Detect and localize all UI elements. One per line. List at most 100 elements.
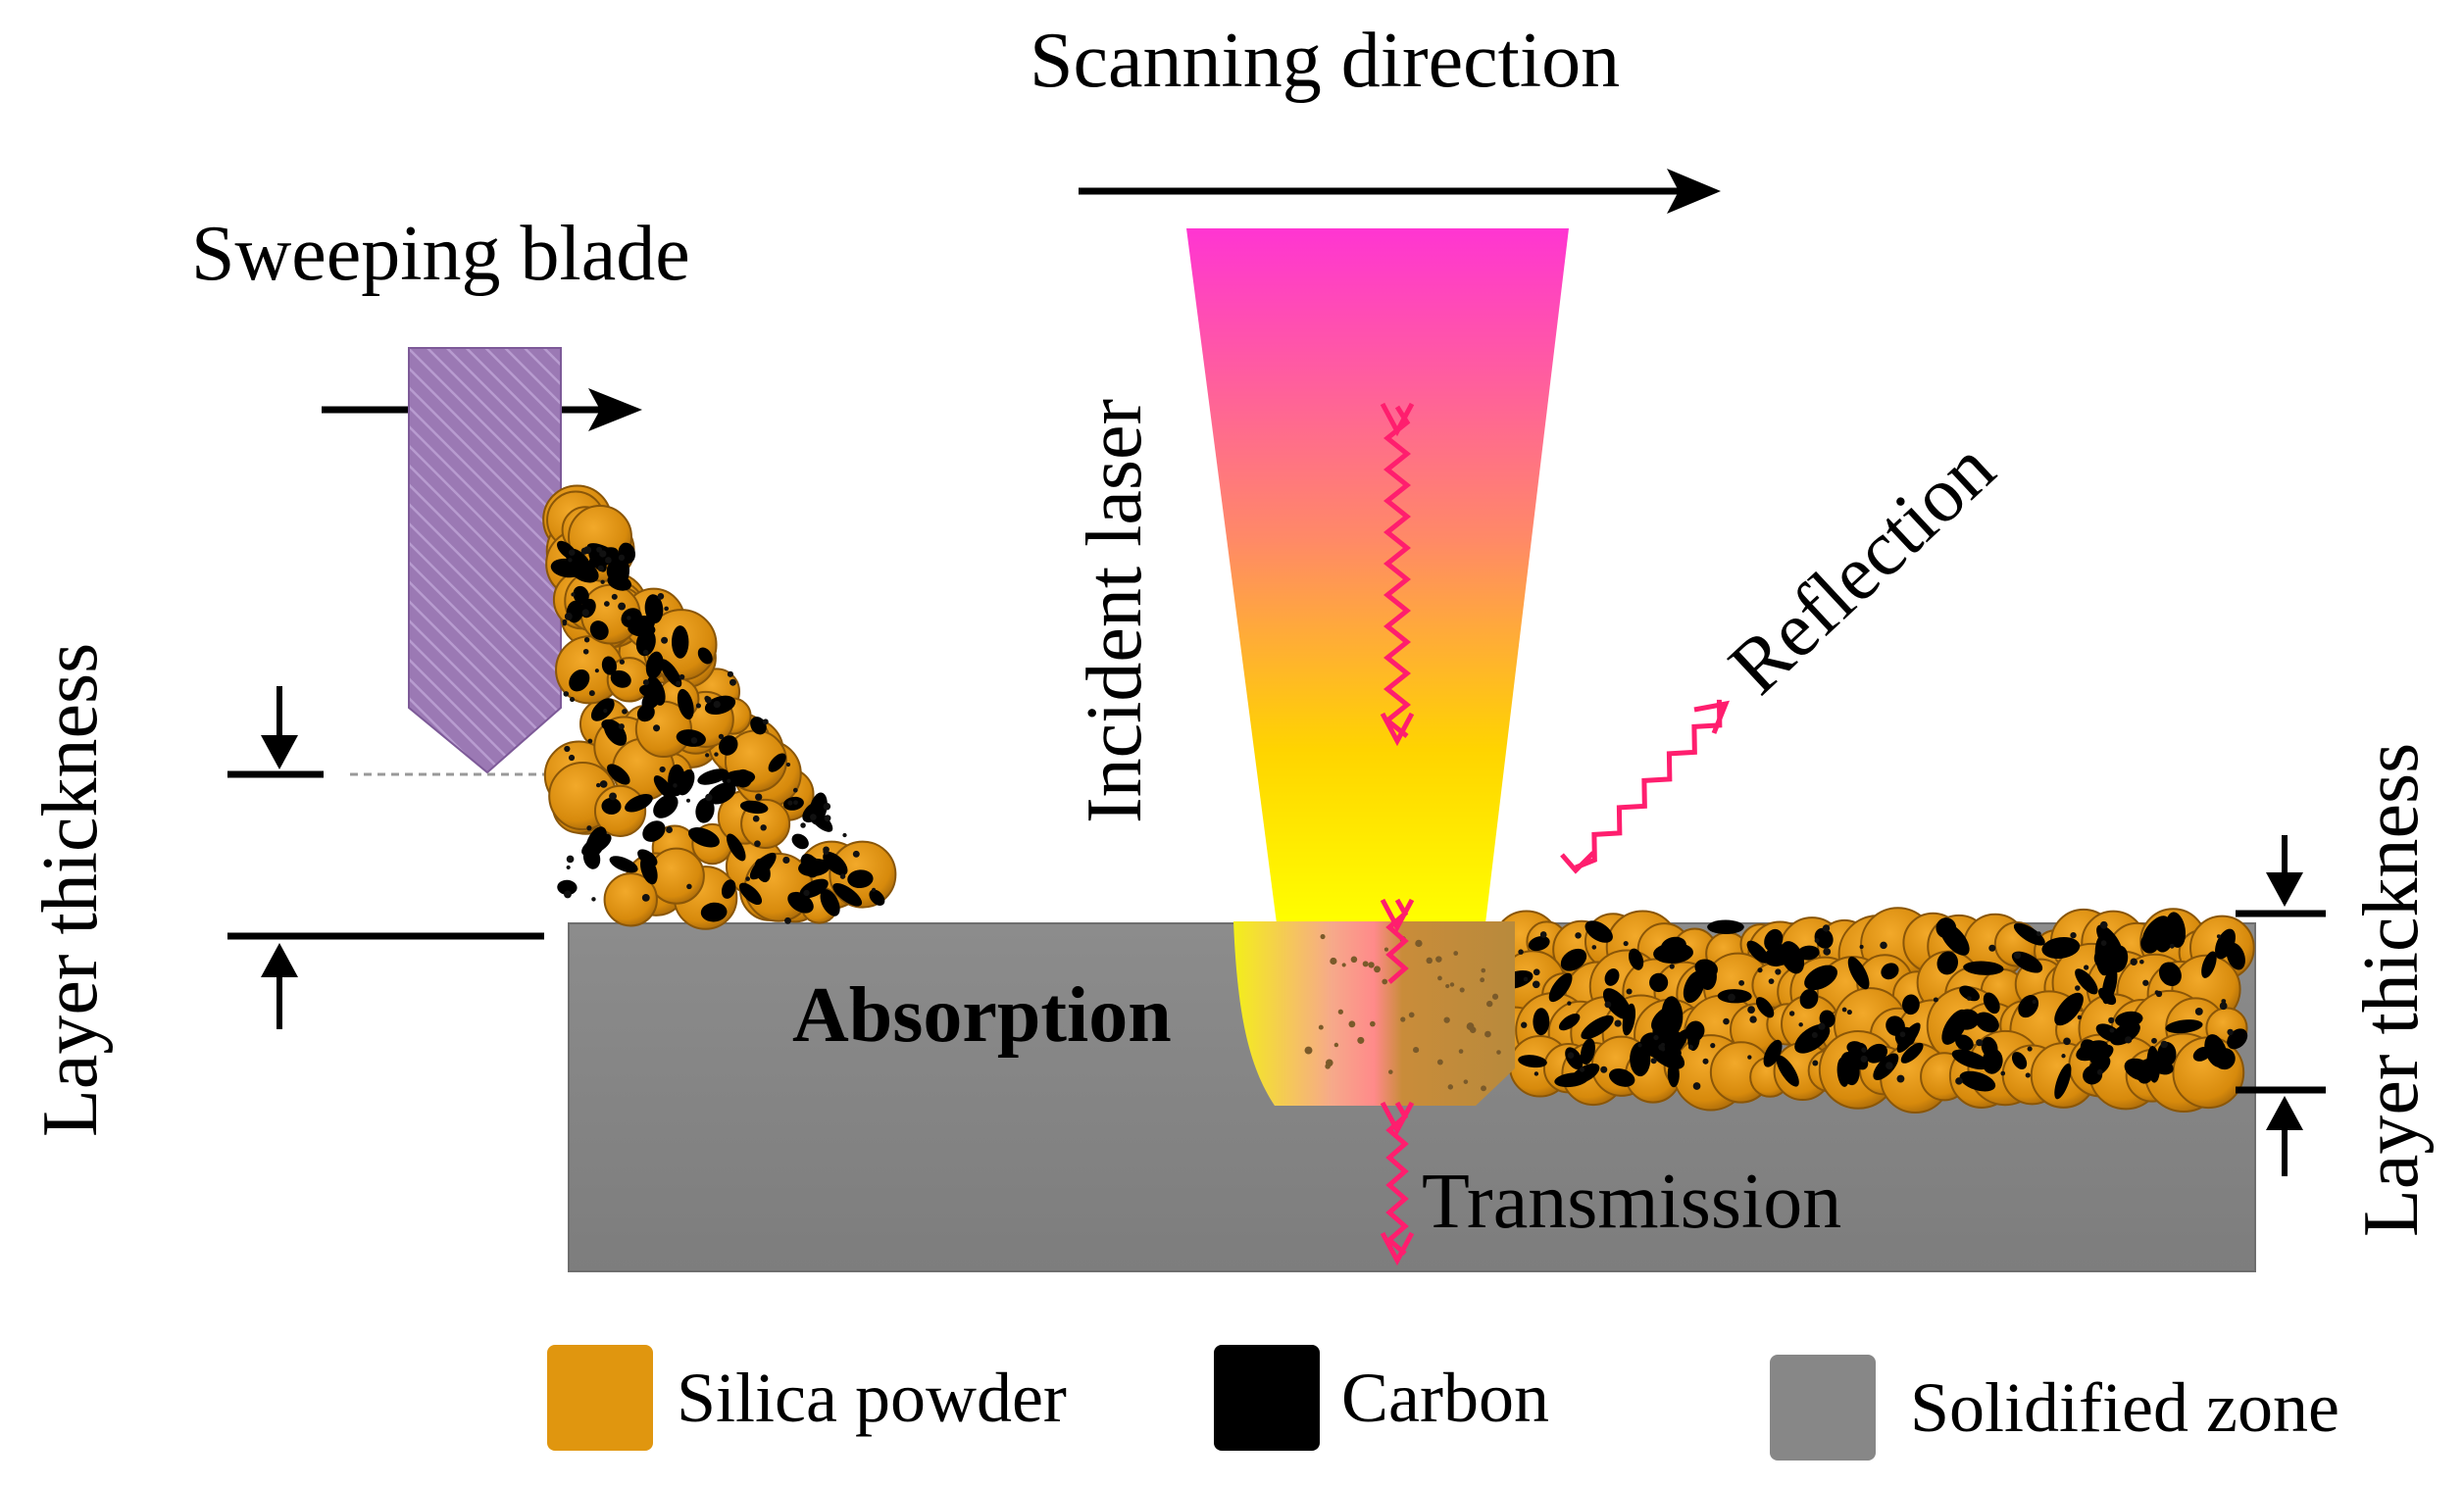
carbon-speck — [2216, 934, 2221, 939]
carbon-speck — [1669, 964, 1675, 969]
carbon-speck — [600, 579, 605, 584]
incident-ray — [1380, 402, 1415, 747]
melt-speck — [1458, 1049, 1464, 1054]
carbon-particle — [590, 698, 615, 721]
carbon-speck — [1749, 1015, 1757, 1023]
carbon-speck — [1933, 997, 1938, 1003]
carbon-particle — [1776, 1055, 1799, 1087]
silica-particle — [603, 872, 658, 927]
carbon-speck — [803, 889, 810, 897]
carbon-speck — [1812, 1060, 1819, 1066]
carbon-speck — [1533, 968, 1540, 976]
carbon-particle — [1814, 927, 1834, 949]
melt-pool — [1233, 921, 1515, 1106]
carbon-particle — [1649, 972, 1669, 993]
carbon-speck — [1822, 924, 1831, 932]
melt-speck — [1357, 1036, 1365, 1044]
carbon-speck — [1534, 1071, 1539, 1076]
carbon-particle — [671, 625, 689, 659]
carbon-particle — [607, 573, 631, 591]
carbon-speck — [762, 718, 769, 725]
scanning-direction-arrow — [1079, 169, 1721, 214]
legend-swatch-silica-powder — [547, 1345, 653, 1451]
carbon-speck — [1660, 1042, 1666, 1047]
carbon-speck — [823, 846, 830, 854]
carbon-particle — [739, 800, 769, 815]
carbon-speck — [1818, 1022, 1826, 1030]
carbon-particle — [653, 794, 679, 818]
carbon-particle — [2115, 1011, 2143, 1028]
carbon-speck — [1823, 947, 1832, 956]
carbon-particle — [609, 856, 638, 873]
carbon-particle — [1939, 922, 1970, 956]
carbon-speck — [1687, 1044, 1693, 1050]
carbon-speck — [718, 733, 725, 740]
carbon-speck — [793, 800, 798, 806]
carbon-speck — [2219, 1002, 2228, 1011]
carbon-speck — [1623, 940, 1629, 947]
carbon-speck — [2084, 965, 2089, 970]
carbon-particle — [646, 675, 666, 706]
carbon-speck — [2013, 952, 2022, 960]
layer-thickness-left-label: Layer thickness — [27, 643, 114, 1137]
carbon-particle — [727, 833, 746, 862]
legend-label-carbon: Carbon — [1341, 1359, 1549, 1437]
incident-laser-label: Incident laser — [1072, 399, 1158, 823]
carbon-particle — [2101, 966, 2118, 1005]
carbon-speck — [729, 678, 736, 686]
carbon-particle — [573, 585, 589, 605]
carbon-speck — [760, 824, 767, 831]
carbon-speck — [1567, 1001, 1572, 1006]
melt-speck — [1437, 975, 1442, 981]
carbon-speck — [2151, 1037, 2157, 1044]
carbon-particle — [697, 768, 729, 785]
carbon-speck — [2125, 1036, 2133, 1044]
melt-speck — [1449, 982, 1455, 987]
carbon-particle — [2158, 962, 2182, 987]
carbon-speck — [727, 670, 733, 677]
melt-speck — [1496, 1050, 1501, 1055]
carbon-particle — [2165, 1019, 2203, 1034]
carbon-speck — [1768, 978, 1775, 985]
carbon-speck — [568, 558, 573, 563]
carbon-particle — [1963, 961, 2004, 975]
carbon-speck — [595, 782, 601, 788]
carbon-speck — [810, 814, 817, 820]
carbon-speck — [2070, 931, 2077, 939]
carbon-speck — [2227, 1028, 2234, 1036]
carbon-particle — [2087, 1056, 2111, 1077]
carbon-speck — [1775, 968, 1782, 975]
carbon-speck — [563, 691, 570, 697]
carbon-speck — [824, 815, 831, 822]
carbon-speck — [587, 738, 593, 744]
powder-heap — [542, 484, 897, 930]
carbon-particle — [1794, 1023, 1831, 1054]
carbon-particle — [1799, 988, 1819, 1010]
melt-speck — [1469, 1026, 1477, 1034]
carbon-particle — [645, 651, 664, 679]
carbon-speck — [569, 549, 576, 556]
melt-speck — [1445, 983, 1450, 989]
carbon-speck — [569, 696, 576, 703]
carbon-speck — [1567, 1052, 1575, 1059]
reflected-ray — [1560, 699, 1731, 874]
carbon-particle — [642, 820, 666, 842]
carbon-speck — [661, 636, 669, 644]
legend-swatch-carbon — [1214, 1345, 1320, 1451]
carbon-speck — [586, 825, 592, 831]
carbon-speck — [782, 856, 790, 865]
carbon-speck — [642, 649, 649, 656]
carbon-speck — [1521, 1021, 1528, 1028]
carbon-particle — [1755, 997, 1775, 1018]
carbon-particle — [687, 827, 720, 848]
carbon-speck — [679, 673, 685, 680]
carbon-particle — [2201, 951, 2217, 978]
sweeping-blade — [408, 347, 562, 774]
carbon-speck — [618, 554, 626, 562]
carbon-particle — [1694, 959, 1718, 978]
carbon-speck — [1880, 941, 1887, 950]
carbon-speck — [792, 787, 798, 793]
carbon-speck — [2077, 1015, 2083, 1020]
melt-speck — [1362, 961, 1369, 967]
carbon-speck — [599, 780, 608, 788]
